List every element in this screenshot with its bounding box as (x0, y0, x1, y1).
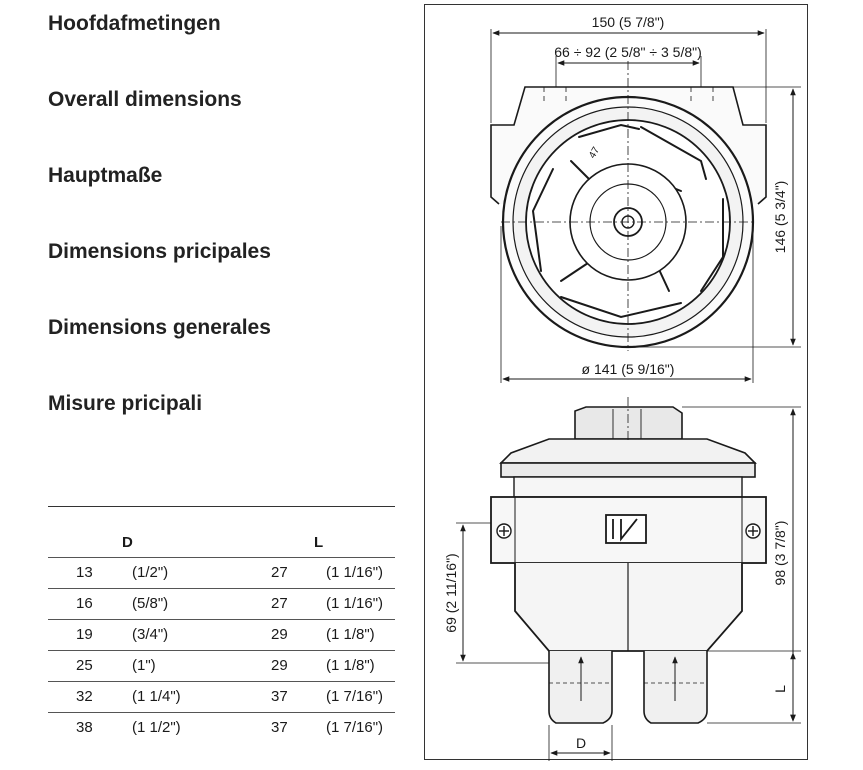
cell-l-inch: (1 7/16") (326, 688, 384, 705)
table-row: 19 (3/4") 29 (1 1/8") (48, 619, 395, 651)
cell-l-mm: 37 (271, 688, 288, 705)
bolt-hidden-lines (543, 87, 714, 105)
table-row: 32 (1 1/4") 37 (1 7/16") (48, 681, 395, 713)
lid-rim (500, 462, 756, 478)
cell-l-inch: (1 1/8") (326, 626, 375, 643)
cell-d-mm: 38 (76, 719, 93, 736)
center-lines (501, 61, 756, 351)
lid-dome (499, 438, 757, 464)
cell-d-mm: 32 (76, 688, 93, 705)
technical-drawing: 47 150 (5 7/8") 66 ÷ 92 (2 5/8" ÷ 3 5/8"… (443, 14, 801, 761)
heading-italian: Misure pricipali (48, 392, 203, 415)
table-top-rule (48, 506, 395, 507)
bolt-right-icon (745, 523, 761, 539)
lid-mark: 47 (587, 145, 602, 161)
lid-knob (574, 406, 683, 440)
cell-l-mm: 37 (271, 719, 288, 736)
table-row: 16 (5/8") 27 (1 1/16") (48, 588, 395, 620)
dim-body-height: 69 (2 11/16") (443, 553, 459, 632)
dim-length-l: L (772, 685, 788, 693)
lid-base (513, 476, 743, 498)
cell-d-inch: (1") (132, 657, 156, 674)
side-extension-lines (456, 397, 801, 761)
cell-l-mm: 29 (271, 626, 288, 643)
table-row: 38 (1 1/2") 37 (1 7/16") (48, 712, 395, 744)
cell-d-inch: (1/2") (132, 564, 169, 581)
cell-l-inch: (1 1/8") (326, 657, 375, 674)
cell-l-inch: (1 1/16") (326, 564, 384, 581)
side-dimension-lines (460, 408, 796, 756)
cell-l-inch: (1 1/16") (326, 595, 384, 612)
brand-logo-icon (605, 514, 647, 544)
cell-l-inch: (1 7/16") (326, 719, 384, 736)
dim-top-width: 150 (5 7/8") (592, 14, 665, 30)
table-row: 25 (1") 29 (1 1/8") (48, 650, 395, 682)
heading-german: Hauptmaße (48, 164, 163, 187)
cell-d-mm: 19 (76, 626, 93, 643)
top-view (490, 29, 801, 383)
cell-l-mm: 27 (271, 564, 288, 581)
column-header-l: L (314, 534, 324, 551)
heading-dutch: Hoofdafmetingen (48, 12, 221, 35)
cell-d-mm: 13 (76, 564, 93, 581)
cell-d-mm: 16 (76, 595, 93, 612)
dimension-lines (492, 30, 796, 382)
extension-lines (490, 29, 801, 383)
dim-diameter: ø 141 (5 9/16") (582, 361, 675, 377)
column-header-d: D (122, 534, 133, 551)
bolt-left-icon (496, 523, 512, 539)
dim-total-height: 98 (3 7/8") (772, 521, 788, 586)
dim-diameter-d: D (576, 735, 586, 751)
technical-drawing-panel: 47 150 (5 7/8") 66 ÷ 92 (2 5/8" ÷ 3 5/8"… (424, 4, 808, 761)
cell-d-inch: (1 1/2") (132, 719, 181, 736)
cell-d-inch: (3/4") (132, 626, 169, 643)
cell-d-inch: (1 1/4") (132, 688, 181, 705)
heading-spanish: Dimensions generales (48, 316, 271, 339)
heading-french: Dimensions pricipales (48, 240, 271, 263)
cell-d-inch: (5/8") (132, 595, 169, 612)
dim-top-depth: 146 (5 3/4") (772, 181, 788, 254)
table-row: 13 (1/2") 27 (1 1/16") (48, 557, 395, 589)
cell-d-mm: 25 (76, 657, 93, 674)
cell-l-mm: 29 (271, 657, 288, 674)
dim-bolt-spacing: 66 ÷ 92 (2 5/8" ÷ 3 5/8") (554, 44, 702, 60)
side-view (456, 397, 801, 761)
cell-l-mm: 27 (271, 595, 288, 612)
heading-english: Overall dimensions (48, 88, 242, 111)
